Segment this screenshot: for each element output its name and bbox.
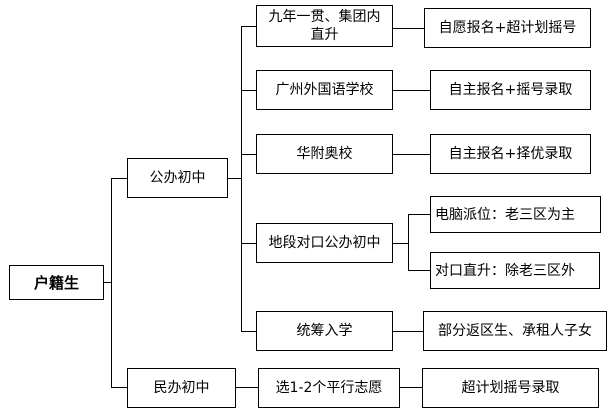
connector-option-3-result bbox=[393, 154, 430, 155]
branch-public-node: 公办初中 bbox=[127, 158, 228, 198]
public-option-5-node: 统筹入学 bbox=[256, 311, 393, 351]
public-option-1-node: 九年一贯、集团内直升 bbox=[256, 5, 393, 47]
connector-option-5-result bbox=[393, 331, 423, 332]
public-option-4-result-2: 对口直升：除老三区外 bbox=[430, 252, 600, 289]
public-option-1-result: 自愿报名+超计划摇号 bbox=[424, 8, 591, 48]
connector-option-1-result bbox=[393, 28, 424, 29]
connector-to-option-3 bbox=[241, 154, 256, 155]
public-option-4-node: 地段对口公办初中 bbox=[256, 223, 393, 263]
branch-private-node: 民办初中 bbox=[127, 368, 236, 408]
public-option-2-node: 广州外国语学校 bbox=[256, 70, 393, 110]
connector-to-option-4 bbox=[241, 243, 256, 244]
public-option-3-node: 华附奥校 bbox=[256, 134, 393, 174]
connector-public-trunk bbox=[241, 26, 242, 331]
connector-to-public bbox=[111, 178, 127, 179]
public-option-5-result: 部分返区生、承租人子女 bbox=[423, 311, 607, 351]
connector-public bbox=[228, 178, 242, 179]
connector-private bbox=[236, 387, 258, 388]
connector-option-4-trunk bbox=[408, 214, 409, 270]
connector-option-4-result-2 bbox=[408, 270, 430, 271]
root-node: 户籍生 bbox=[9, 265, 104, 300]
connector-to-private bbox=[111, 387, 127, 388]
public-option-4-result-1: 电脑派位：老三区为主 bbox=[430, 196, 601, 233]
private-option-node: 选1-2个平行志愿 bbox=[258, 368, 400, 408]
connector-option-2-result bbox=[393, 90, 430, 91]
connector-option-4 bbox=[393, 243, 408, 244]
connector-root-trunk bbox=[111, 178, 112, 388]
connector-to-option-5 bbox=[241, 331, 256, 332]
connector-option-4-result-1 bbox=[408, 214, 430, 215]
public-option-2-result: 自主报名+摇号录取 bbox=[430, 70, 591, 110]
connector-to-option-2 bbox=[241, 90, 256, 91]
connector-to-option-1 bbox=[241, 26, 256, 27]
connector-root bbox=[104, 282, 112, 283]
connector-private-option-result bbox=[400, 387, 422, 388]
public-option-3-result: 自主报名+择优录取 bbox=[430, 134, 591, 174]
private-option-result: 超计划摇号录取 bbox=[422, 368, 599, 408]
